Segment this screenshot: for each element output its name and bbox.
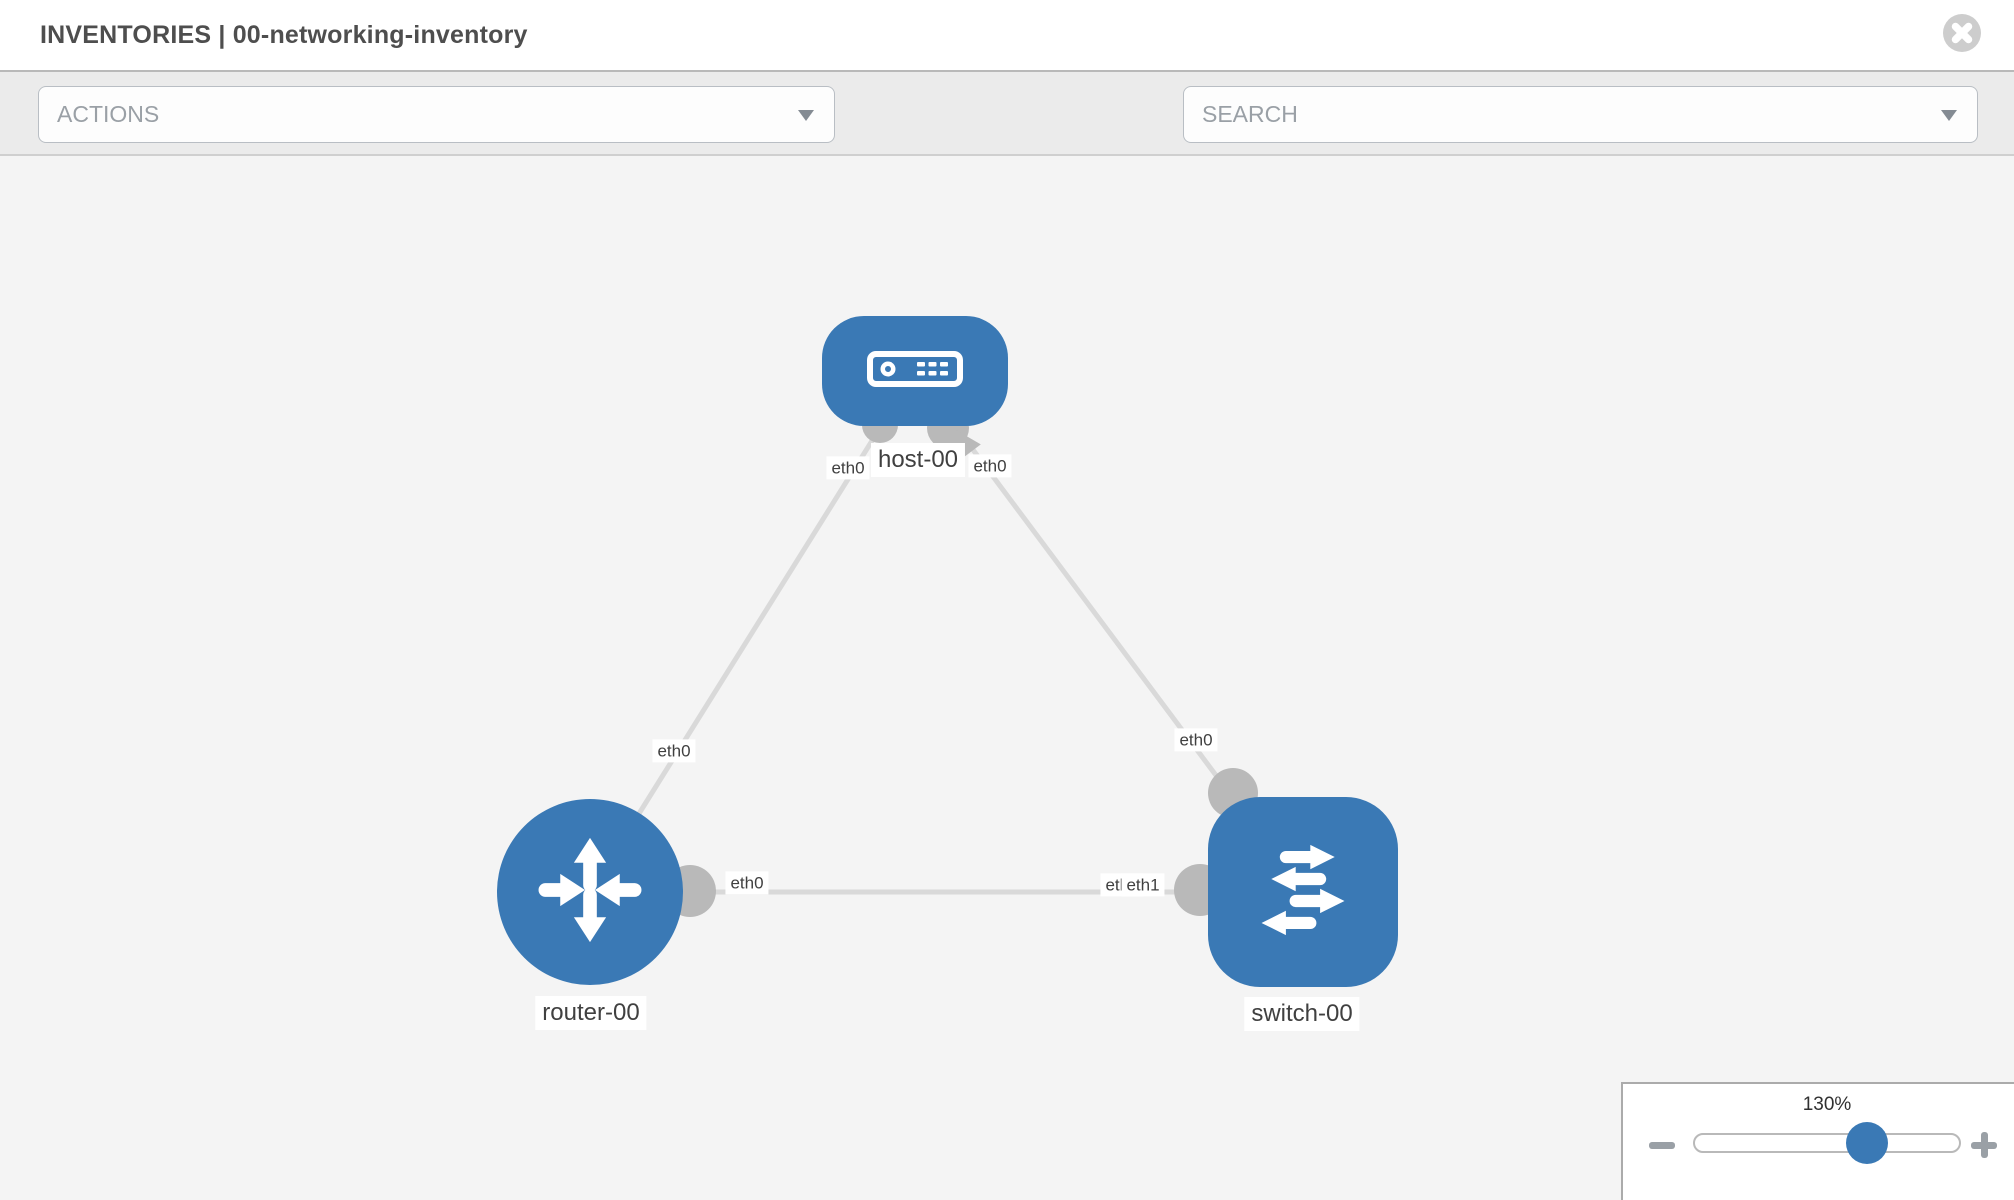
zoom-control: 130% — [1621, 1082, 2014, 1200]
interface-label: eth1 — [1121, 873, 1165, 897]
node-host-00[interactable] — [822, 316, 1008, 426]
node-switch-00[interactable] — [1208, 797, 1398, 987]
actions-dropdown[interactable]: ACTIONS — [38, 86, 835, 143]
chevron-down-icon — [1941, 109, 1957, 121]
minus-icon — [1649, 1142, 1675, 1149]
node-label-host-00: host-00 — [870, 443, 966, 477]
zoom-level-value: 130% — [1802, 1094, 1852, 1115]
zoom-slider[interactable] — [1693, 1122, 1961, 1164]
server-icon — [867, 350, 963, 392]
chevron-down-icon — [798, 109, 814, 121]
zoom-in-button[interactable] — [1969, 1131, 1999, 1159]
interface-label: eth0 — [652, 739, 696, 763]
search-dropdown-placeholder: SEARCH — [1202, 101, 1298, 127]
close-icon — [1943, 14, 1981, 56]
node-label-switch-00: switch-00 — [1244, 997, 1360, 1031]
zoom-slider-knob[interactable] — [1846, 1122, 1888, 1164]
node-router-00[interactable] — [497, 799, 683, 985]
actions-dropdown-placeholder: ACTIONS — [57, 101, 160, 127]
close-button[interactable] — [1943, 14, 1981, 52]
router-arrows-icon — [528, 828, 652, 957]
switch-arrows-icon — [1242, 829, 1364, 956]
zoom-out-button[interactable] — [1647, 1131, 1677, 1159]
interface-label: eth0 — [968, 454, 1012, 478]
plus-icon — [1980, 1132, 1988, 1158]
toolbar: ACTIONS — [0, 70, 2014, 203]
search-dropdown[interactable]: SEARCH — [1183, 86, 1978, 143]
node-label-router-00: router-00 — [535, 996, 647, 1030]
topology-links-layer — [587, 370, 1306, 917]
page-title: INVENTORIES | 00-networking-inventory — [40, 20, 528, 49]
header: INVENTORIES | 00-networking-inventory — [0, 0, 2014, 70]
topology-canvas[interactable]: host-00 router-00 switch-00 eth0 eth0 et… — [0, 156, 2014, 1200]
interface-label: eth0 — [826, 456, 870, 480]
interface-label: eth0 — [1174, 728, 1218, 752]
interface-label: eth0 — [725, 871, 769, 895]
